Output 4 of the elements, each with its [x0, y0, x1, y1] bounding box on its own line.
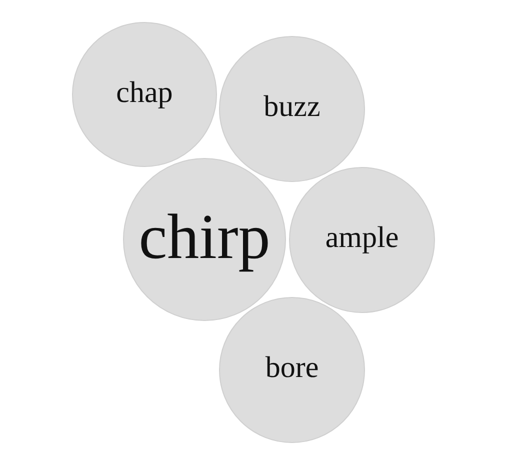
- bubble-word: buzz: [264, 92, 320, 122]
- bubble-word: ample: [325, 222, 399, 252]
- bubble-word: bore: [265, 353, 319, 383]
- bubble-word: chap: [116, 78, 173, 108]
